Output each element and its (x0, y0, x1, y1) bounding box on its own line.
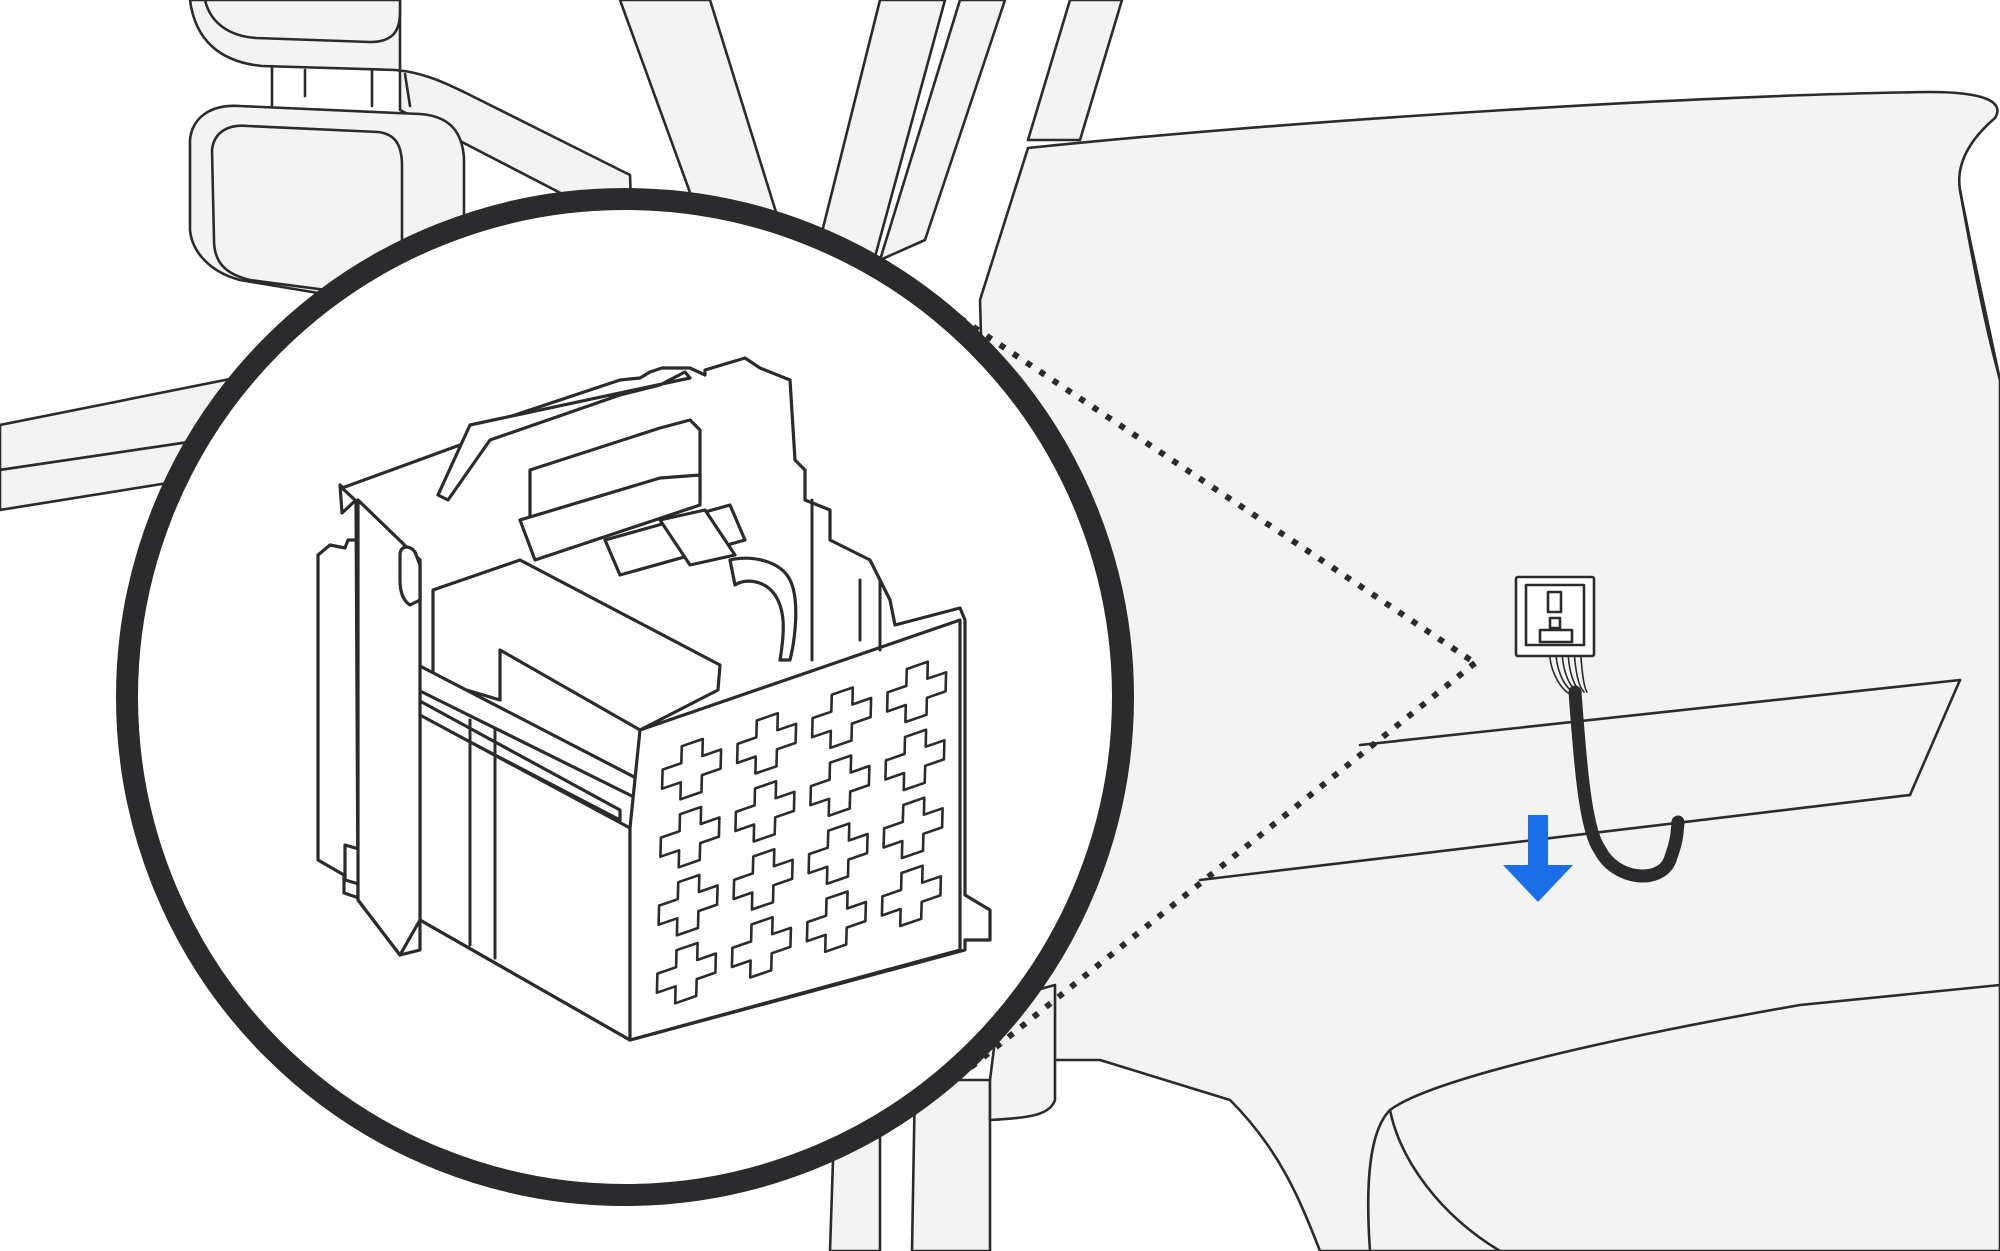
pin-cavity (657, 873, 719, 937)
pin-cavity (880, 864, 943, 928)
callout-line-bottom (928, 660, 1477, 1103)
pin-cavity (655, 941, 718, 1005)
dash-panel (978, 90, 2000, 1251)
pin-cavity (660, 737, 723, 801)
arrow-down-icon (1503, 815, 1573, 902)
wiring-connector-icon (316, 356, 992, 1042)
pin-cavity (732, 847, 794, 911)
pin-cavity (885, 660, 948, 724)
pin-cavity (805, 890, 868, 954)
small-connector-assembly (1514, 575, 1685, 883)
pin-cavity (807, 822, 869, 886)
pin-cavity (735, 711, 798, 775)
pin-cavity (884, 728, 946, 792)
pin-cavity (809, 754, 871, 818)
callout-line-top (958, 315, 1477, 666)
seat-cushion (1366, 983, 2000, 1251)
pin-grid (655, 660, 948, 1005)
pin-cavity (734, 779, 796, 843)
pin-face (628, 618, 962, 1042)
pin-cavity (659, 805, 721, 869)
cable (1568, 685, 1685, 883)
pin-cavity (882, 796, 944, 860)
callout-lines (928, 315, 1477, 1103)
pin-cavity (730, 915, 793, 979)
pin-cavity (810, 686, 873, 750)
